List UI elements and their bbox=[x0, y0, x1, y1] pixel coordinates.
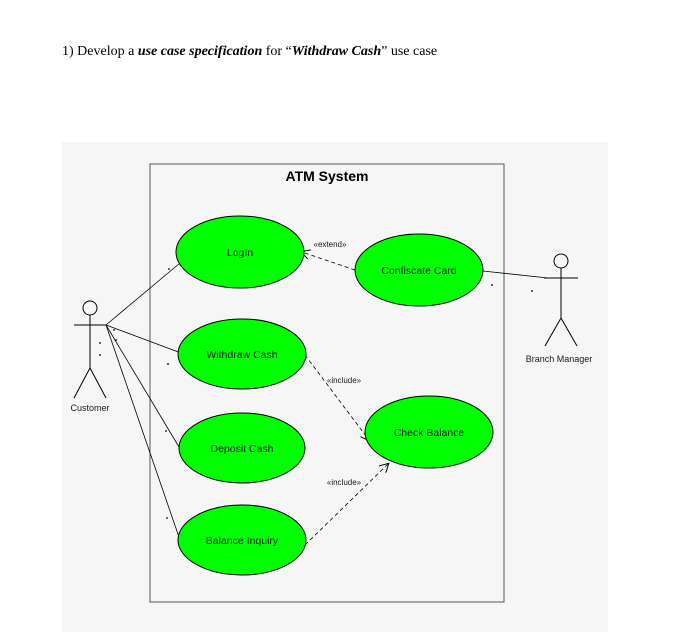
use-case-balance-inquiry bbox=[177, 504, 307, 576]
manager-head bbox=[553, 253, 569, 269]
customer-left-leg bbox=[73, 367, 91, 399]
system-title: ATM System bbox=[286, 168, 369, 184]
dependencies bbox=[302, 252, 388, 546]
question-mid: for “ bbox=[262, 44, 292, 59]
include-arrow-inquiry bbox=[304, 464, 388, 546]
use-case-check-balance bbox=[364, 395, 494, 469]
customer-right-leg bbox=[89, 367, 107, 399]
balance-inquiry-label: Balance Inquiry bbox=[206, 535, 279, 547]
assoc-manager-confiscate bbox=[482, 270, 549, 279]
deposit-label: Deposit Cash bbox=[210, 443, 273, 455]
customer-head bbox=[82, 300, 98, 316]
question-suffix: ” use case bbox=[381, 44, 438, 59]
include-label-1: «include» bbox=[327, 376, 362, 385]
assoc-customer-login bbox=[105, 257, 187, 326]
assoc-customer-withdraw bbox=[105, 324, 182, 354]
associations bbox=[105, 257, 549, 541]
system-boundary bbox=[149, 163, 505, 603]
extend-arrow bbox=[302, 252, 356, 271]
login-label: LogIn bbox=[227, 247, 253, 259]
extend-label: «extend» bbox=[314, 240, 347, 249]
use-case-confiscate-card bbox=[354, 233, 484, 307]
manager-right-leg bbox=[560, 317, 578, 347]
use-cases bbox=[175, 215, 494, 576]
check-balance-label: Check Balance bbox=[394, 427, 465, 439]
confiscate-label: Confiscate Card bbox=[381, 265, 456, 277]
customer-label: Customer bbox=[70, 403, 109, 413]
diagram-panel bbox=[62, 142, 608, 632]
use-case-withdraw-cash bbox=[177, 318, 307, 390]
question-emphasis: use case specification bbox=[137, 44, 263, 59]
question-text: 1) Develop a use case specification for … bbox=[62, 44, 437, 60]
decorative-dots bbox=[99, 268, 533, 519]
assoc-customer-deposit bbox=[105, 324, 183, 453]
branch-manager-actor bbox=[544, 253, 578, 347]
manager-left-leg bbox=[544, 317, 562, 347]
withdraw-label: Withdraw Cash bbox=[206, 349, 277, 361]
include-label-2: «include» bbox=[327, 478, 362, 487]
include-arrow-withdraw bbox=[304, 354, 369, 440]
customer-actor bbox=[73, 300, 107, 399]
use-case-deposit-cash bbox=[178, 412, 306, 484]
question-prefix: 1) Develop a bbox=[62, 44, 138, 59]
use-case-login bbox=[175, 215, 305, 289]
branch-manager-label: Branch Manager bbox=[526, 354, 593, 364]
assoc-customer-inquiry bbox=[105, 324, 181, 541]
question-usecase: Withdraw Cash bbox=[291, 44, 382, 59]
